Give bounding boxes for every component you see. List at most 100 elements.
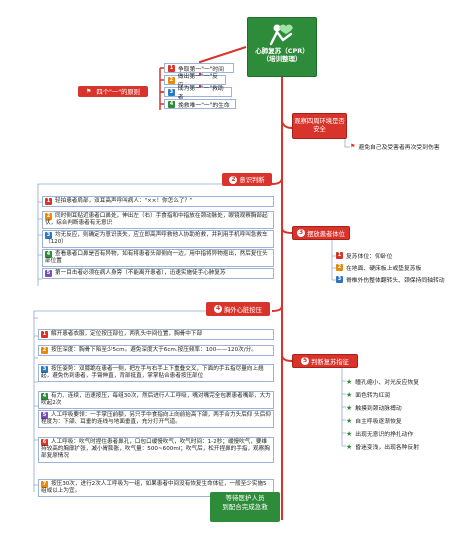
- recovery-label: 判断复苏指征: [311, 358, 349, 366]
- compression-item-text: 人工呼吸要领：一手掌压前额，另只手中食指向上向前抬高下颌，两手合力头后仰 头后仰…: [41, 412, 271, 426]
- consciousness-item-text: 查看患者口鼻是否有异物，如有将患者头部侧向一边，用中指将异物抠出，然后复位头部位…: [45, 251, 268, 265]
- principle-node[interactable]: ⚑ 四个"一"的原则: [78, 86, 148, 97]
- recovery-item[interactable]: ★触摸到颈动脉搏动: [346, 402, 466, 413]
- final-line-1: 等待医护人员: [225, 494, 265, 502]
- number-badge-1: 1: [168, 64, 175, 72]
- recovery-node[interactable]: 5 判断复苏指征: [292, 354, 358, 368]
- cpr-logo-icon: [269, 24, 293, 46]
- safety-leaf[interactable]: ⚑ 避免自己及受害者再次受到伤害: [350, 141, 462, 152]
- compression-label: 胸外心脏按压: [224, 306, 262, 314]
- number-badge-1: 1: [45, 198, 52, 205]
- position-node[interactable]: 3 摆放患者体位: [292, 226, 350, 240]
- principle-item[interactable]: 4 挽救唯一"一"的生命: [164, 99, 236, 109]
- position-item-text: 复苏体位：仰卧位: [346, 254, 393, 260]
- safety-node[interactable]: 观察四周环境是否安全: [292, 113, 347, 139]
- star-icon: ★: [346, 416, 353, 425]
- consciousness-item-text: 轻拍患者肩部，双耳高声呼叫病人："××！你怎么了？": [55, 198, 193, 204]
- consciousness-item-text: 同时侧耳贴近患者口鼻处，伸出左（右）手食指和中指放在颈动脉处，眼镜观察胸部起伏，…: [45, 213, 268, 227]
- compression-node[interactable]: 4 胸外心脏按压: [206, 302, 270, 316]
- flag-icon: ⚑: [86, 88, 92, 95]
- compression-item-text: 解开患者衣服，定位按压部位，两乳头中间位置，胸骨中下部: [51, 331, 203, 337]
- number-badge-2: 2: [336, 264, 343, 271]
- principle-item[interactable]: 1 争取第一"一"时间: [164, 63, 234, 73]
- number-badge-5: 5: [41, 412, 48, 419]
- step-badge: 2: [229, 175, 238, 184]
- safety-leaf-text: 避免自己及受害者再次受到伤害: [358, 145, 440, 151]
- recovery-item-text: 昏迷变浅，出现各种反射: [355, 445, 420, 451]
- position-item-text: 脊椎外伤整体翻转头、颈保持同轴转动: [346, 278, 445, 284]
- number-badge-3: 3: [45, 232, 52, 239]
- principle-item-text: 争取第一"一"时间: [178, 66, 224, 73]
- recovery-item[interactable]: ★昏迷变浅，出现各种反射: [346, 441, 466, 452]
- recovery-item-text: 自主呼吸逐渐恢复: [355, 419, 402, 425]
- number-badge-5: 5: [45, 270, 52, 277]
- principle-item[interactable]: 3 成为第一"一"救助者: [164, 86, 232, 101]
- number-badge-4: 4: [41, 393, 48, 400]
- final-node[interactable]: 等待医护人员 到配合完成急救: [210, 492, 280, 522]
- compression-item-text: 按压30次，进行2次人工呼吸为一组，如果患者中间没有恢复生命体征，一般至少实施5…: [41, 481, 267, 495]
- step-badge: 5: [301, 357, 310, 365]
- number-badge-2: 2: [168, 76, 175, 84]
- principle-item-text: 成为第一"一"救助者: [177, 86, 224, 101]
- position-label: 摆放患者体位: [307, 230, 345, 238]
- star-icon: ★: [346, 403, 353, 412]
- safety-label: 观察四周环境是否安全: [294, 118, 345, 133]
- position-item-text: 在地面、硬床板上或垫复苏板: [346, 266, 422, 272]
- root-node[interactable]: 心肺复苏（CPR） （培训整理）: [247, 17, 317, 77]
- number-badge-1: 1: [336, 252, 343, 259]
- recovery-item-text: 瞳孔缩小、对光反应恢复: [355, 380, 420, 386]
- number-badge-3: 3: [41, 366, 48, 373]
- principle-item-text: 做出第一"一"反应: [177, 74, 218, 89]
- number-badge-2: 2: [45, 213, 52, 220]
- number-badge-7: 7: [41, 481, 48, 488]
- recovery-item[interactable]: ★瞳孔缩小、对光反应恢复: [346, 376, 466, 387]
- number-badge-1: 1: [41, 331, 48, 338]
- recovery-item-text: 出现无意识的挣扎动作: [355, 432, 414, 438]
- root-subtitle: （培训整理）: [262, 55, 302, 63]
- number-badge-4: 4: [45, 251, 52, 258]
- star-icon: ★: [346, 429, 353, 438]
- flag-icon: ⚑: [350, 143, 356, 150]
- root-title: 心肺复苏（CPR）: [255, 47, 309, 55]
- recovery-item[interactable]: ★面色转为红润: [346, 389, 466, 400]
- consciousness-label: 意识判断: [239, 177, 265, 184]
- number-badge-6: 6: [41, 439, 48, 446]
- star-icon: ★: [346, 442, 353, 451]
- star-icon: ★: [346, 377, 353, 386]
- compression-item-text: 按压深度：胸骨下陷至少5cm。避免深度大于6cm.按压频率：100——120次/…: [51, 347, 257, 353]
- star-icon: ★: [346, 390, 353, 399]
- step-badge: 3: [297, 229, 306, 237]
- recovery-item[interactable]: ★出现无意识的挣扎动作: [346, 428, 466, 439]
- number-badge-2: 2: [41, 347, 48, 354]
- recovery-item[interactable]: ★自主呼吸逐渐恢复: [346, 415, 466, 426]
- number-badge-4: 4: [168, 100, 175, 108]
- principle-label: 四个"一"的原则: [96, 89, 140, 96]
- final-line-2: 到配合完成急救: [222, 503, 268, 511]
- consciousness-node[interactable]: 2 意识判断: [222, 173, 272, 186]
- compression-item-text: 按压姿势：双膝跪在患者一侧，把左手与右手上下重叠交叉，下面的手五指尽量向上翘起，…: [41, 366, 264, 380]
- principle-item[interactable]: 2 做出第一"一"反应: [164, 74, 226, 89]
- number-badge-3: 3: [336, 276, 343, 283]
- compression-item-text: 有力、连续，迅速按压，每组30次，然后进行人工呼吸，嘴对嘴完全包裹患者嘴部，大力…: [41, 393, 271, 407]
- consciousness-item-text: 均无反应，则确定为意识丧失，应立即高声呼救他人协助抢救，并利用手机呼叫急救车（1…: [45, 232, 268, 246]
- consciousness-item-text: 第一目击者必须在病人身旁（不能离开患者），迅速实施徒手心肺复苏: [55, 270, 226, 276]
- number-badge-3: 3: [168, 88, 175, 96]
- recovery-item-text: 触摸到颈动脉搏动: [355, 406, 402, 412]
- step-badge: 4: [214, 305, 223, 313]
- compression-item-text: 人工呼吸：吹气时捏住患者鼻孔，口包口缓慢吹气，吹气时间：1-2秒；缓慢吹气，要维…: [41, 439, 270, 460]
